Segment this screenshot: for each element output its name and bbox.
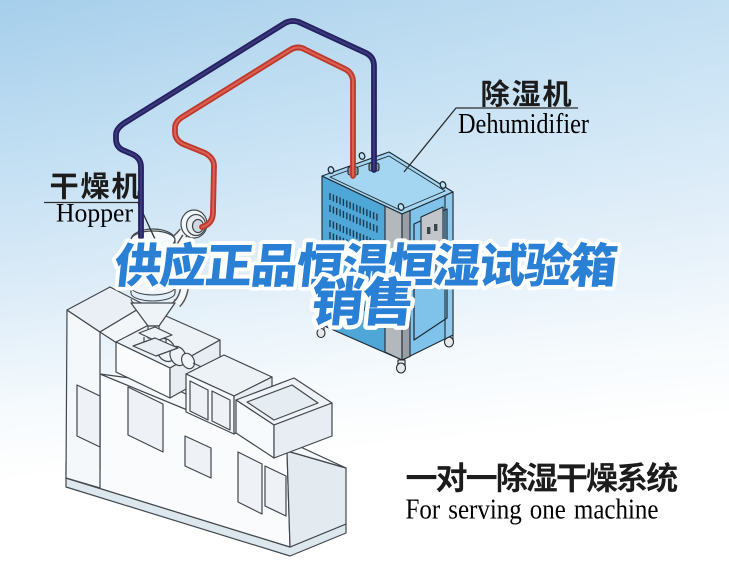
svg-text:Dehumidifier: Dehumidifier xyxy=(458,109,589,140)
svg-text:Hopper: Hopper xyxy=(56,198,133,228)
svg-text:For serving one machine: For serving one machine xyxy=(406,495,659,526)
